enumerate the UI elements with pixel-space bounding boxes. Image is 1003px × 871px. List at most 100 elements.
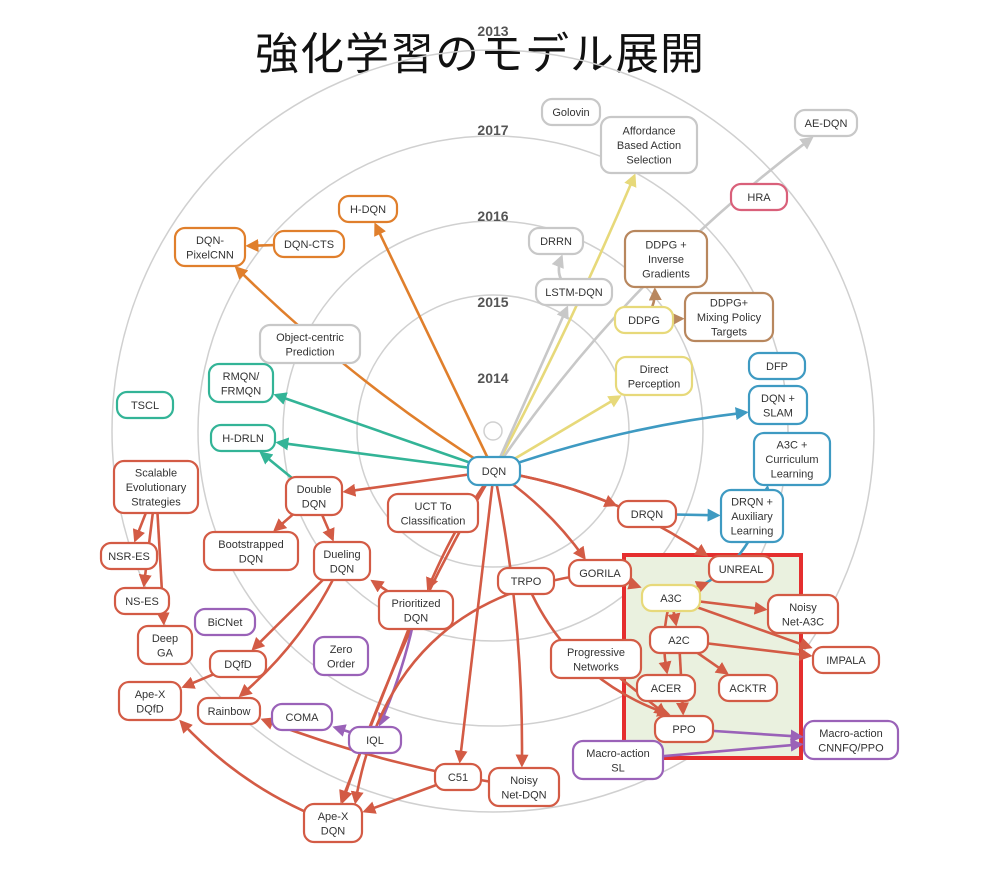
node-trpo[interactable]: TRPO bbox=[496, 566, 556, 596]
node-dqfd[interactable]: DQfD bbox=[208, 649, 268, 679]
node-dfp-label: DFP bbox=[766, 361, 788, 373]
node-dqnpix-box bbox=[173, 226, 247, 268]
node-aedqn-box bbox=[793, 108, 859, 138]
node-dqnpix[interactable]: DQN-PixelCNN bbox=[173, 226, 247, 268]
node-impala[interactable]: IMPALA bbox=[811, 645, 881, 675]
node-acktr-label: ACKTR bbox=[729, 683, 766, 695]
node-c51[interactable]: C51 bbox=[433, 762, 483, 792]
node-ddpgig-label: Inverse bbox=[648, 254, 684, 266]
node-afford-label: Selection bbox=[626, 155, 671, 167]
node-rmqn-label: FRMQN bbox=[221, 385, 261, 397]
node-impala-label: IMPALA bbox=[826, 655, 866, 667]
node-aedqn[interactable]: AE-DQN bbox=[793, 108, 859, 138]
node-acer[interactable]: ACER bbox=[635, 673, 697, 703]
node-rainbow[interactable]: Rainbow bbox=[196, 696, 262, 726]
node-directperc-label: Direct bbox=[640, 364, 669, 376]
node-noisya3c-box bbox=[766, 593, 840, 635]
node-apexdqfd-label: DQfD bbox=[136, 703, 164, 715]
node-dqnslam[interactable]: DQN +SLAM bbox=[747, 384, 809, 426]
node-noisydqn-label: Noisy bbox=[510, 775, 538, 787]
node-acktr[interactable]: ACKTR bbox=[717, 673, 779, 703]
node-macrosl-label: SL bbox=[611, 762, 624, 774]
node-a3c-box bbox=[640, 583, 702, 613]
edge-dqn-to-c51 bbox=[454, 470, 496, 764]
node-dqncts[interactable]: DQN-CTS bbox=[272, 229, 346, 259]
node-drrn[interactable]: DRRN bbox=[527, 226, 585, 256]
node-rmqn-label: RMQN/ bbox=[223, 371, 261, 383]
node-uct-label: Classification bbox=[401, 515, 466, 527]
node-iql[interactable]: IQL bbox=[347, 725, 403, 755]
node-apexdqfd[interactable]: Ape-X DQfD bbox=[117, 680, 183, 722]
node-a2c[interactable]: A2C bbox=[648, 625, 710, 655]
node-drqn[interactable]: DRQN bbox=[616, 499, 678, 529]
node-golovin[interactable]: Golovin bbox=[540, 97, 602, 127]
node-tscl[interactable]: TSCL bbox=[115, 390, 175, 420]
node-dueling-box bbox=[312, 540, 372, 582]
node-hdrln-label: H-DRLN bbox=[222, 433, 264, 445]
node-noisya3c-label: Noisy bbox=[789, 602, 817, 614]
node-unreal[interactable]: UNREAL bbox=[707, 554, 775, 584]
node-dqn[interactable]: DQN bbox=[466, 455, 522, 487]
node-hdrln-box bbox=[209, 423, 277, 453]
node-noisydqn-label: Net-DQN bbox=[501, 789, 546, 801]
node-apexdqfd-label: Ape-X bbox=[135, 689, 166, 701]
node-gorila-label: GORILA bbox=[579, 568, 621, 580]
node-dfp[interactable]: DFP bbox=[747, 351, 807, 381]
edge-prio-to-apexdqn bbox=[339, 609, 418, 804]
node-a3ccurr-label: Curriculum bbox=[765, 454, 818, 466]
year-label-2013: 2013 bbox=[477, 23, 508, 39]
node-gorila-box bbox=[567, 558, 633, 588]
node-ses-label: Scalable bbox=[135, 468, 177, 480]
node-rmqn[interactable]: RMQN/FRMQN bbox=[207, 362, 275, 404]
node-ses-label: Evolutionary bbox=[126, 482, 187, 494]
node-nses-box bbox=[113, 586, 171, 616]
node-ddpg[interactable]: DDPG bbox=[613, 305, 675, 335]
node-doubledqn-label: Double bbox=[297, 484, 332, 496]
year-rings bbox=[111, 49, 875, 813]
node-bicnet[interactable]: BiCNet bbox=[193, 607, 257, 637]
node-dqn-box bbox=[466, 455, 522, 487]
node-coma[interactable]: COMA bbox=[270, 702, 334, 732]
node-hdqn-label: H-DQN bbox=[350, 204, 386, 216]
node-objcentric-box bbox=[258, 323, 362, 365]
node-drqn-box bbox=[616, 499, 678, 529]
node-a2c-box bbox=[648, 625, 710, 655]
node-ppo[interactable]: PPO bbox=[653, 714, 715, 744]
node-hra[interactable]: HRA bbox=[729, 182, 789, 212]
node-hdrln[interactable]: H-DRLN bbox=[209, 423, 277, 453]
node-bootdqn-box bbox=[202, 530, 300, 572]
node-gorila[interactable]: GORILA bbox=[567, 558, 633, 588]
node-a3c[interactable]: A3C bbox=[640, 583, 702, 613]
node-lstmdqn[interactable]: LSTM-DQN bbox=[534, 277, 614, 307]
node-nsres[interactable]: NSR-ES bbox=[99, 541, 159, 571]
edge-dqn-to-noisydqn bbox=[492, 470, 529, 768]
node-drrn-label: DRRN bbox=[540, 236, 572, 248]
node-acer-box bbox=[635, 673, 697, 703]
node-nses[interactable]: NS-ES bbox=[113, 586, 171, 616]
node-ddpg-box bbox=[613, 305, 675, 335]
node-nsres-box bbox=[99, 541, 159, 571]
node-hdqn[interactable]: H-DQN bbox=[337, 194, 399, 224]
node-rmqn-box bbox=[207, 362, 275, 404]
